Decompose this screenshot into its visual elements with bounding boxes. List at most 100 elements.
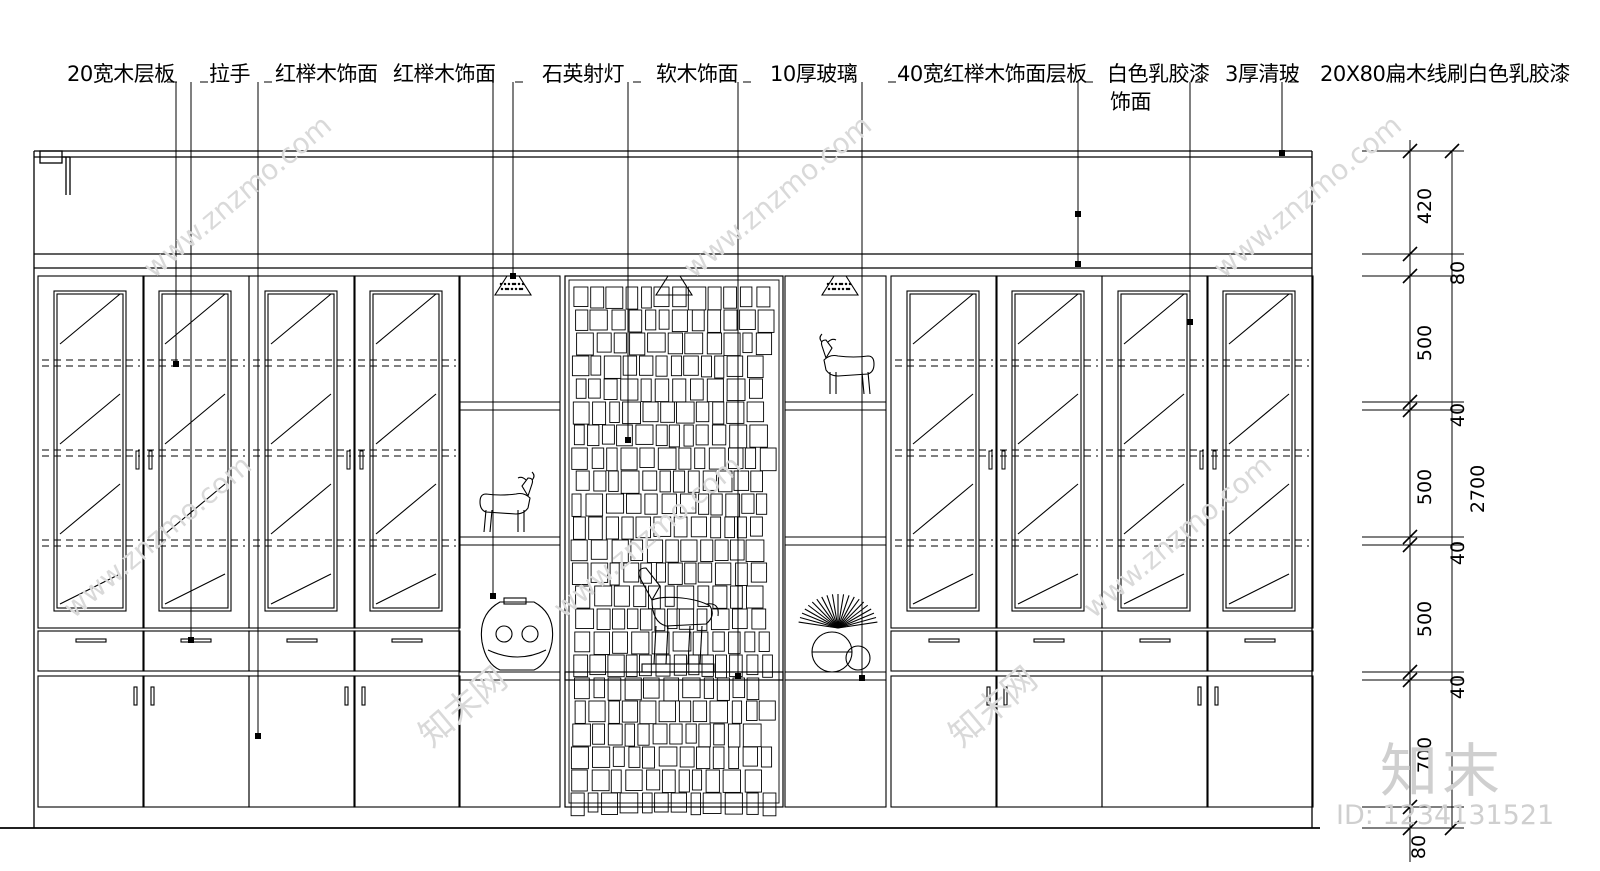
cork-tile	[590, 562, 609, 583]
fan-sculpture-ray	[807, 604, 839, 629]
cork-tile	[576, 332, 594, 356]
label-wood-shelf: 20宽木层板	[67, 62, 175, 86]
glass-reflection-line	[270, 483, 332, 535]
cork-tile	[653, 286, 670, 308]
cork-tile	[672, 286, 687, 308]
cork-tile	[571, 562, 589, 585]
door-handle	[346, 450, 351, 470]
glass-panel-inner	[909, 293, 977, 609]
cork-tile	[591, 769, 610, 792]
cork-tile	[639, 355, 654, 376]
cork-tile	[678, 447, 692, 470]
base-door	[142, 675, 250, 808]
cork-wall-inner	[568, 279, 780, 804]
cork-tile	[613, 332, 627, 354]
dimension-tick	[1402, 537, 1418, 553]
drawer-front	[142, 630, 250, 672]
spotlight-dot	[503, 282, 507, 286]
glass-reflection-line	[164, 573, 226, 605]
cork-tile	[608, 470, 619, 492]
cork-tile	[715, 654, 727, 679]
glass-reflection-line	[59, 393, 121, 445]
drawer-pull	[928, 638, 960, 643]
glass-door-frame	[890, 275, 998, 629]
cork-tile	[678, 769, 690, 793]
glass-panel-inner	[161, 293, 229, 609]
cork-tile	[749, 424, 768, 448]
cork-tile	[654, 608, 666, 632]
cork-tile	[625, 654, 638, 677]
cork-tile	[593, 631, 610, 655]
cork-tile	[684, 562, 697, 585]
glass-reflection-line	[59, 293, 121, 345]
drawer-pull	[391, 638, 423, 643]
fan-sculpture-ray	[816, 598, 839, 629]
fan-sculpture-ray	[804, 608, 839, 629]
vase-pattern	[521, 625, 539, 643]
horse-statue-head	[638, 567, 661, 602]
label-beech-veneer-1: 红榉木饰面	[275, 62, 378, 86]
cork-tile	[575, 378, 587, 399]
cork-tile	[672, 470, 686, 493]
quartz-spotlight	[655, 275, 693, 296]
cork-tile	[750, 516, 763, 537]
cork-tile	[655, 355, 668, 377]
fan-sculpture-ray	[799, 616, 839, 629]
drawer-pull	[75, 638, 107, 643]
cork-tile	[571, 769, 588, 792]
cork-tile	[724, 516, 735, 539]
dimension-tick	[1444, 820, 1460, 836]
cork-tile	[698, 723, 711, 748]
cork-tile	[731, 700, 743, 724]
cork-tile	[706, 378, 724, 403]
goat-figurine-left-leg	[483, 509, 487, 533]
cork-tile	[746, 585, 764, 609]
cork-tile	[605, 493, 625, 514]
cork-tile	[606, 447, 618, 472]
glass-reflection-line	[1228, 393, 1290, 445]
cork-tile	[690, 378, 704, 401]
cork-tile	[729, 539, 745, 561]
glass-reflection-line	[270, 293, 332, 345]
cork-tile	[670, 355, 683, 377]
glass-panel	[158, 290, 232, 612]
cork-tile	[746, 654, 759, 676]
base-door-handle	[133, 686, 138, 706]
cork-tile	[596, 608, 611, 630]
cork-tile	[680, 539, 698, 562]
label-beech-veneer-2: 红榉木饰面	[393, 62, 496, 86]
spotlight-dot	[840, 282, 844, 286]
cork-tile	[750, 470, 763, 493]
cork-tile	[626, 493, 642, 514]
cork-tile	[705, 769, 720, 793]
label-glass-10mm: 10厚玻璃	[770, 62, 858, 86]
cork-tile	[625, 286, 639, 310]
cork-tile	[644, 493, 658, 515]
label-white-latex: 白色乳胶漆	[1107, 62, 1210, 86]
cork-tile	[690, 792, 701, 816]
spotlight-dot	[830, 282, 834, 286]
spotlight-dot	[511, 282, 515, 286]
cork-tile	[621, 700, 639, 723]
dim-40-3: 40	[1447, 674, 1470, 700]
dimension-tick	[1402, 529, 1418, 545]
cork-tile	[714, 562, 732, 586]
cork-tile	[590, 286, 605, 309]
glass-reflection-line	[375, 393, 437, 445]
cork-tile	[585, 493, 604, 517]
cork-tile	[723, 309, 738, 331]
cork-tile	[757, 309, 775, 333]
glass-reflection-line	[1123, 573, 1185, 605]
cork-tile	[571, 493, 582, 517]
cork-tile	[732, 608, 748, 630]
cork-tile	[657, 447, 677, 470]
glass-reflection-line	[1123, 393, 1185, 445]
cork-tile	[703, 677, 714, 699]
glass-panel	[369, 290, 443, 612]
cork-tile	[744, 447, 757, 469]
door-handle	[135, 450, 140, 470]
door-handle	[359, 450, 364, 470]
cork-tile	[712, 401, 725, 425]
dim-40-2: 40	[1447, 540, 1470, 566]
horse-statue-tail	[705, 603, 719, 617]
